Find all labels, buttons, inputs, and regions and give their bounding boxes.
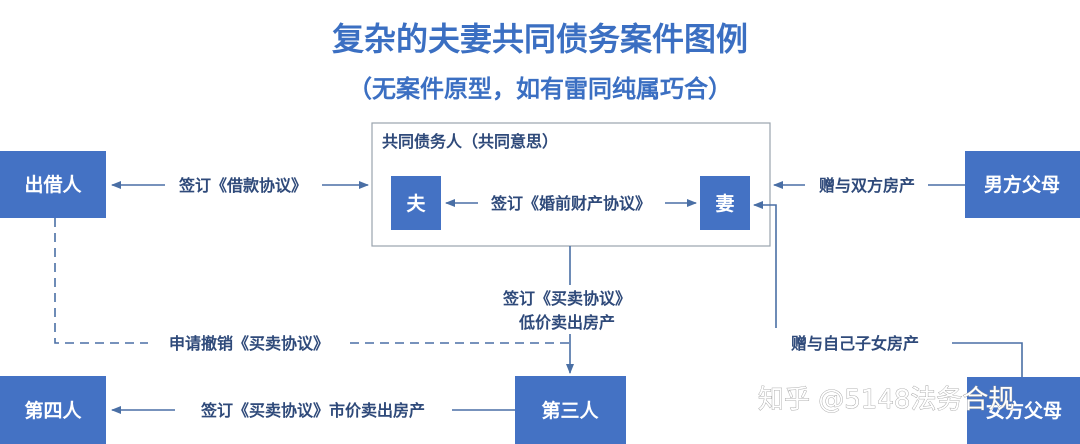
revoke-label: 申请撤销《买卖协议》	[169, 334, 329, 353]
diagram-title: 复杂的夫妻共同债务案件图例	[332, 20, 748, 58]
wife-node	[700, 176, 750, 230]
wife-parents-node	[967, 377, 1080, 444]
wife-label: 妻	[715, 192, 734, 215]
gift-child-label: 赠与自己子女房产	[791, 334, 919, 353]
third-party-node	[515, 376, 626, 444]
husband-label: 夫	[406, 193, 426, 215]
fourth-party-label: 第四人	[24, 399, 82, 422]
fourth-party-node	[0, 376, 106, 444]
watermark: 知乎 @5148法务合规	[758, 385, 1014, 415]
gift-child-line	[952, 342, 1023, 377]
revoke-dashed-left	[54, 218, 148, 344]
husband-node	[391, 176, 441, 230]
husband-parents-label: 男方父母	[984, 173, 1060, 196]
sale-label-2: 低价卖出房产	[518, 313, 615, 332]
prenup-label: 签订《婚前财产协议》	[490, 194, 651, 213]
diagram-subtitle: （无案件原型，如有雷同纯属巧合）	[348, 75, 732, 103]
group-label: 共同债务人（共同意思）	[382, 132, 558, 151]
loan-label: 签订《借款协议》	[178, 176, 307, 195]
lender-node	[0, 151, 106, 218]
gift-both-label: 赠与双方房产	[819, 176, 915, 195]
gift-child-arrow	[753, 201, 777, 328]
wife-parents-label: 女方父母	[986, 399, 1062, 422]
sale-label-1: 签订《买卖协议》	[502, 289, 631, 308]
husband-parents-node	[965, 151, 1080, 218]
third-party-label: 第三人	[541, 399, 599, 422]
lender-label: 出借人	[24, 173, 82, 196]
resale-label: 签订《买卖协议》市价卖出房产	[200, 401, 425, 420]
